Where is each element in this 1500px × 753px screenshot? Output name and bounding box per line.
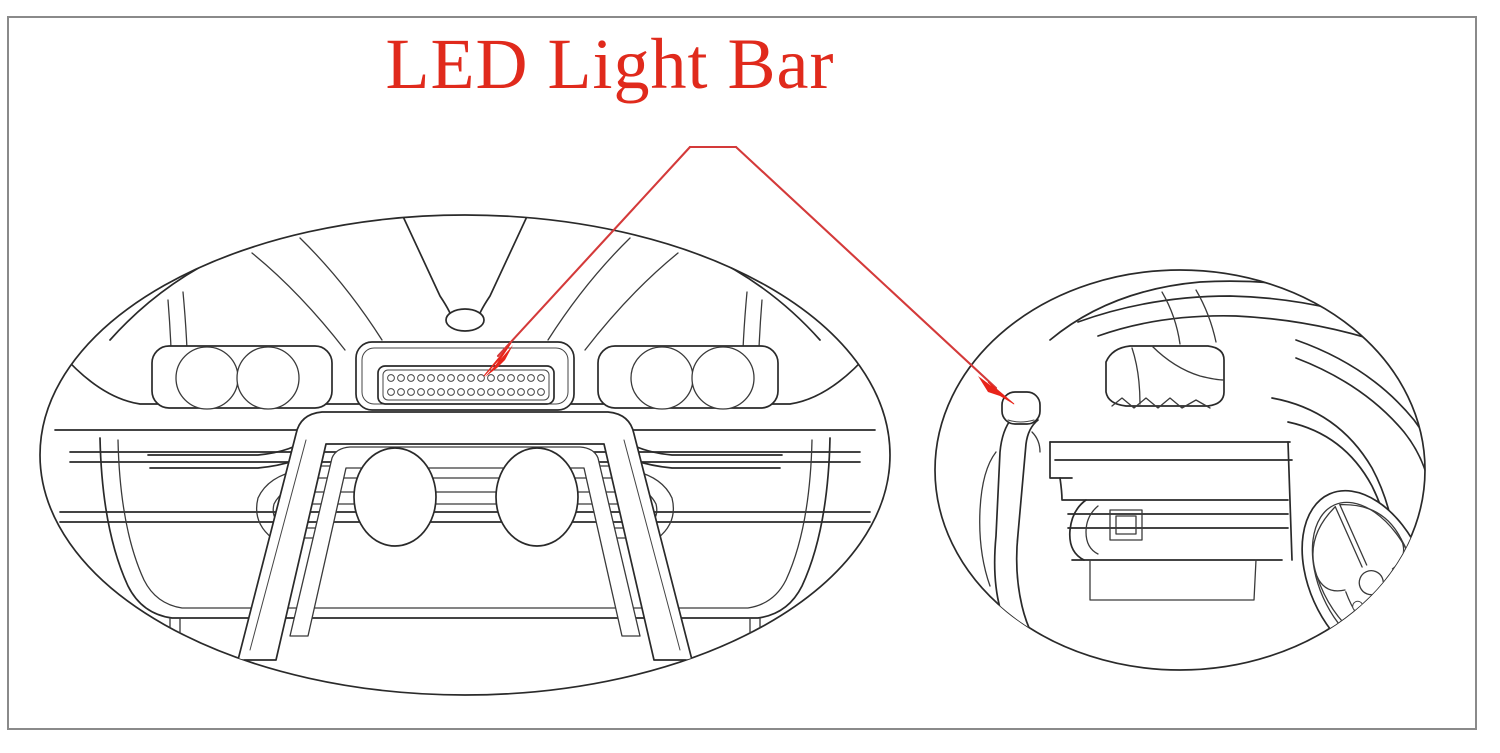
arrowhead-left-fill-icon [485,345,513,377]
right-headlight-cluster [597,345,779,410]
front-view [39,214,891,696]
side-bumper-recess [1068,499,1143,561]
alloy-wheel [1301,489,1425,667]
hood-center-crease [399,215,531,332]
hood-emblem-oval [445,308,485,332]
led-light-bar [377,365,555,405]
front-view-contents [54,215,876,691]
lug-bolt [1388,628,1400,640]
skid-plate [99,437,831,691]
right-headlight-lamp-1 [630,346,694,410]
side-view-contents [979,280,1425,670]
leader-line-left [496,145,692,358]
led-array [387,374,545,396]
lug-bolt [1392,582,1404,594]
leader-line-right [734,145,998,390]
led-light-bar-mounted [1001,391,1041,425]
fog-light-right [495,447,579,547]
side-bumper [1049,441,1293,601]
left-headlight-cluster [151,345,333,410]
lug-bolt [1406,602,1418,614]
front-view-ellipse-boundary [39,214,891,696]
side-view [934,269,1426,671]
bull-bar [237,411,693,661]
side-hood-panel [1049,280,1401,349]
lug-bolt [1357,624,1369,636]
arrowhead-right-fill-icon [978,376,1015,405]
left-headlight-lamp-1 [175,346,239,410]
callout-leader-lines [483,145,1015,405]
right-headlight-lamp-2 [691,346,755,410]
side-headlight-lens [1105,345,1225,409]
front-fender [1295,309,1425,503]
left-headlight-lamp-2 [236,346,300,410]
fog-light-left [353,447,437,547]
